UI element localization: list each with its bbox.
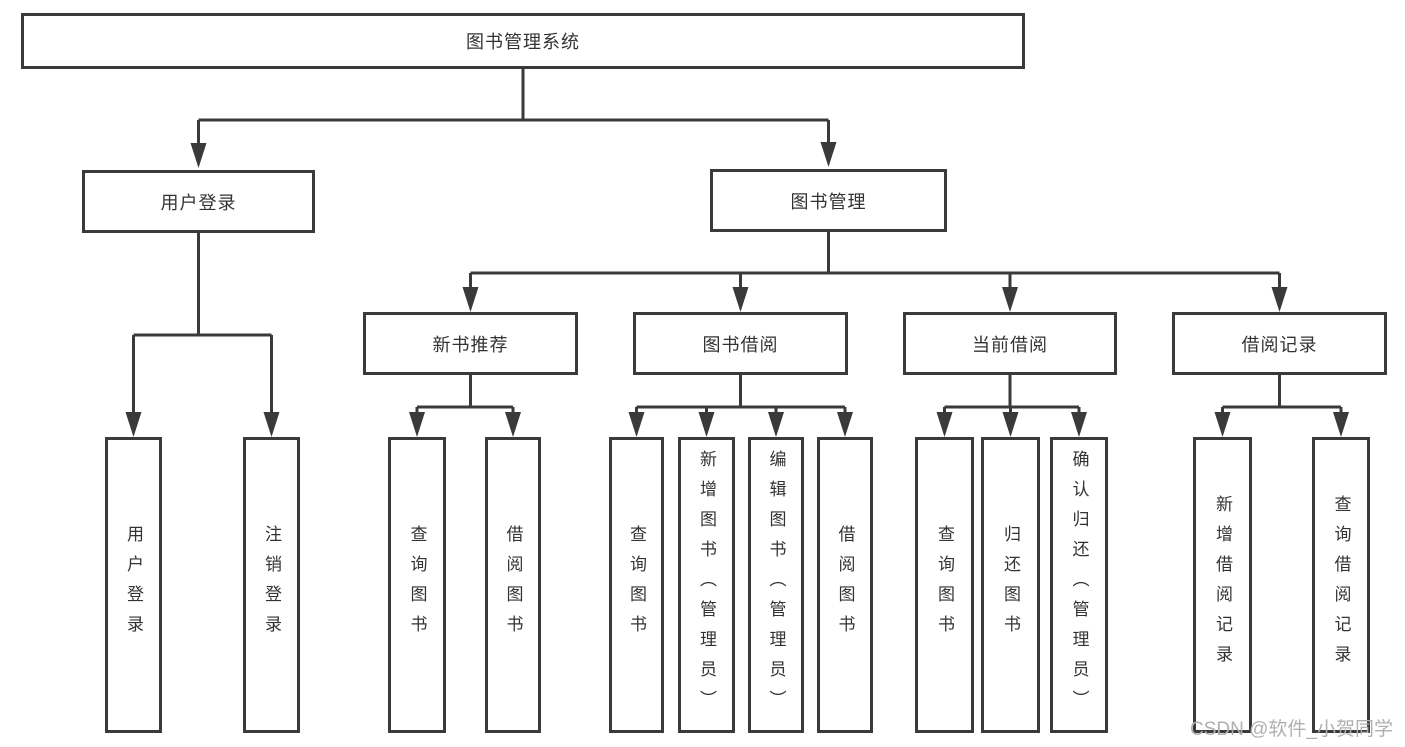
arrowhead xyxy=(1071,412,1087,437)
node-current-borrow: 当前借阅 xyxy=(903,312,1117,375)
node-root-label: 图书管理系统 xyxy=(466,32,580,52)
leaf-return-book: 归还图书 xyxy=(981,437,1040,733)
leaf-confirm-return-admin: 确认归还（管理员） xyxy=(1050,437,1108,733)
arrowhead xyxy=(1002,287,1018,312)
node-user-login: 用户登录 xyxy=(82,170,315,233)
leaf-add-borrow-record-label: 新增借阅记录 xyxy=(1213,495,1232,675)
edge-borrow-to-leaves xyxy=(635,375,847,414)
leaf-borrow-book-label: 借阅图书 xyxy=(835,525,855,645)
leaf-add-borrow-record: 新增借阅记录 xyxy=(1193,437,1252,733)
leaf-current-query-book: 查询图书 xyxy=(915,437,974,733)
arrowhead xyxy=(628,412,645,437)
edge-root-to-level1 xyxy=(197,69,830,145)
arrowhead xyxy=(732,287,749,312)
edge-mgmt-to-level2 xyxy=(469,232,1281,290)
leaf-logout: 注销登录 xyxy=(243,437,300,733)
leaf-recommend-query-book: 查询图书 xyxy=(388,437,446,733)
node-borrow-records-label: 借阅记录 xyxy=(1241,334,1318,355)
node-borrow-records: 借阅记录 xyxy=(1172,312,1387,375)
leaf-query-borrow-record-label: 查询借阅记录 xyxy=(1331,495,1351,675)
arrowhead xyxy=(1002,412,1019,437)
leaf-recommend-borrow-book: 借阅图书 xyxy=(485,437,541,733)
arrowhead xyxy=(190,143,207,168)
arrowheads xyxy=(125,142,1349,437)
edge-login-to-leaves xyxy=(132,233,273,413)
arrowhead xyxy=(462,287,479,312)
arrowhead xyxy=(820,142,837,167)
leaf-add-book-admin-label: 新增图书（管理员） xyxy=(697,450,716,720)
leaf-recommend-borrow-book-label: 借阅图书 xyxy=(503,525,523,645)
arrowhead xyxy=(125,412,142,437)
arrowhead xyxy=(768,412,784,437)
node-root-system: 图书管理系统 xyxy=(21,13,1025,69)
node-user-login-label: 用户登录 xyxy=(160,192,237,213)
arrowhead xyxy=(1271,287,1288,312)
leaf-return-book-label: 归还图书 xyxy=(1001,525,1020,645)
arrowhead xyxy=(409,412,425,437)
csdn-watermark: CSDN @软件_小贺同学 xyxy=(1190,719,1393,740)
node-book-management: 图书管理 xyxy=(710,169,947,232)
node-book-borrow-label: 图书借阅 xyxy=(702,334,779,355)
connector-strokes xyxy=(132,69,1343,414)
arrowhead xyxy=(263,412,280,437)
edge-recommend-to-leaves xyxy=(415,375,515,414)
leaf-recommend-query-book-label: 查询图书 xyxy=(407,525,427,645)
leaf-logout-label: 注销登录 xyxy=(262,525,281,645)
arrowhead xyxy=(505,412,521,437)
leaf-add-book-admin: 新增图书（管理员） xyxy=(678,437,735,733)
arrowhead xyxy=(936,412,953,437)
node-book-management-label: 图书管理 xyxy=(790,191,867,212)
leaf-current-query-book-label: 查询图书 xyxy=(935,525,954,645)
edge-current-to-leaves xyxy=(943,375,1081,414)
leaf-user-login-label: 用户登录 xyxy=(124,525,143,645)
node-current-borrow-label: 当前借阅 xyxy=(972,334,1048,355)
arrowhead xyxy=(1214,412,1231,437)
arrowhead xyxy=(698,412,715,437)
leaf-query-borrow-record: 查询借阅记录 xyxy=(1312,437,1370,733)
node-new-book-recommend-label: 新书推荐 xyxy=(432,334,509,355)
leaf-borrow-query-book-label: 查询图书 xyxy=(627,525,646,645)
leaf-user-login: 用户登录 xyxy=(105,437,162,733)
leaf-borrow-book: 借阅图书 xyxy=(817,437,873,733)
leaf-edit-book-admin-label: 编辑图书（管理员） xyxy=(766,450,786,720)
node-book-borrow: 图书借阅 xyxy=(633,312,848,375)
leaf-edit-book-admin: 编辑图书（管理员） xyxy=(748,437,804,733)
leaf-confirm-return-admin-label: 确认归还（管理员） xyxy=(1069,450,1089,720)
arrowhead xyxy=(1333,412,1349,437)
leaf-borrow-query-book: 查询图书 xyxy=(609,437,664,733)
edge-records-to-leaves xyxy=(1221,375,1343,414)
node-new-book-recommend: 新书推荐 xyxy=(363,312,578,375)
arrowhead xyxy=(837,412,853,437)
